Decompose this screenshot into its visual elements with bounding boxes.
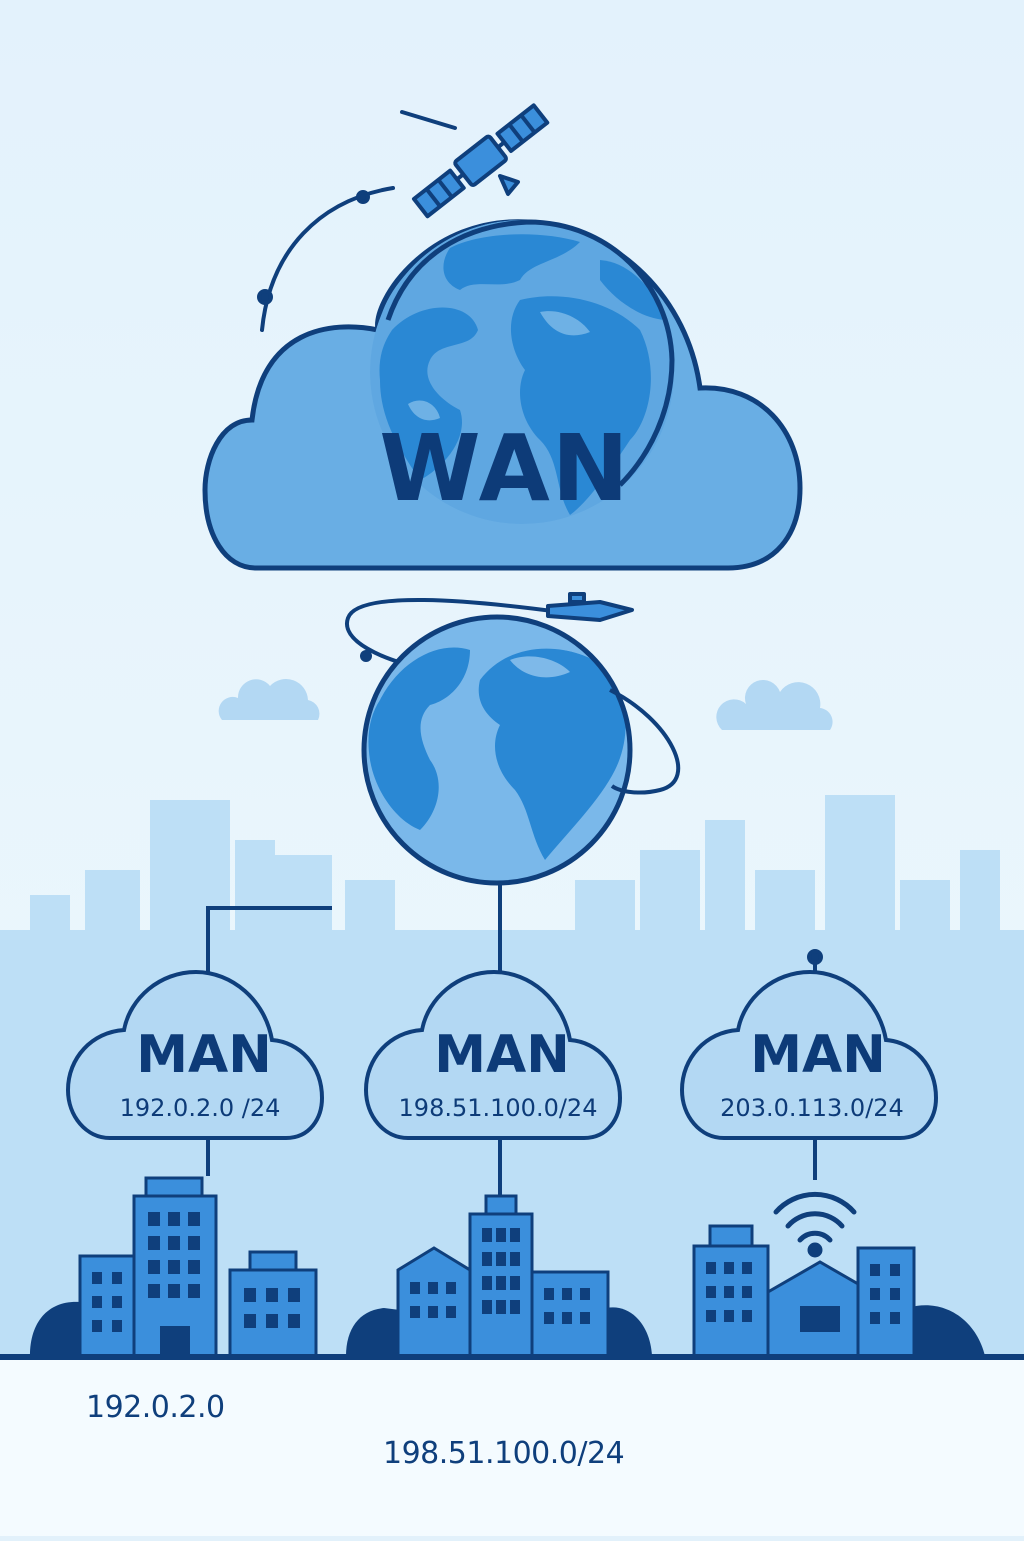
- man-subnet: 192.0.2.0 /24: [120, 1094, 281, 1122]
- ground: [0, 1360, 1024, 1536]
- man-label: MAN: [434, 1025, 570, 1085]
- city-building-icon: [396, 1194, 610, 1358]
- man-cloud-2: MAN 198.51.100.0/24: [363, 969, 623, 1140]
- man-label: MAN: [750, 1025, 886, 1085]
- ground-line: [0, 1354, 1024, 1360]
- satellite-orbit-arc: [257, 186, 395, 332]
- bottom-subnet-label-1: 192.0.2.0: [86, 1390, 225, 1425]
- bushes: [30, 1300, 985, 1356]
- windows: [706, 1262, 900, 1332]
- man-subnet: 198.51.100.0/24: [399, 1094, 598, 1122]
- man-subnet: 203.0.113.0/24: [720, 1094, 904, 1122]
- wan-cloud: WAN: [202, 219, 803, 571]
- satellite-small-icon: [546, 592, 634, 622]
- windows: [410, 1228, 590, 1324]
- man-label: MAN: [136, 1025, 272, 1085]
- middle-globe-group: [345, 592, 681, 886]
- bottom-subnet-label-2: 198.51.100.0/24: [383, 1436, 625, 1471]
- man-cloud-3: MAN 203.0.113.0/24: [679, 969, 939, 1140]
- network-links: [206, 884, 823, 1196]
- wifi-icon: [773, 1191, 857, 1258]
- small-cloud-right: [716, 679, 833, 730]
- globe-icon: [370, 220, 674, 524]
- wan-label: WAN: [379, 415, 631, 522]
- man-cloud-1: MAN 192.0.2.0 /24: [65, 969, 325, 1140]
- small-cloud-left: [218, 679, 320, 720]
- satellite-icon: [400, 103, 550, 219]
- windows: [92, 1212, 300, 1356]
- globe-icon: [364, 617, 630, 883]
